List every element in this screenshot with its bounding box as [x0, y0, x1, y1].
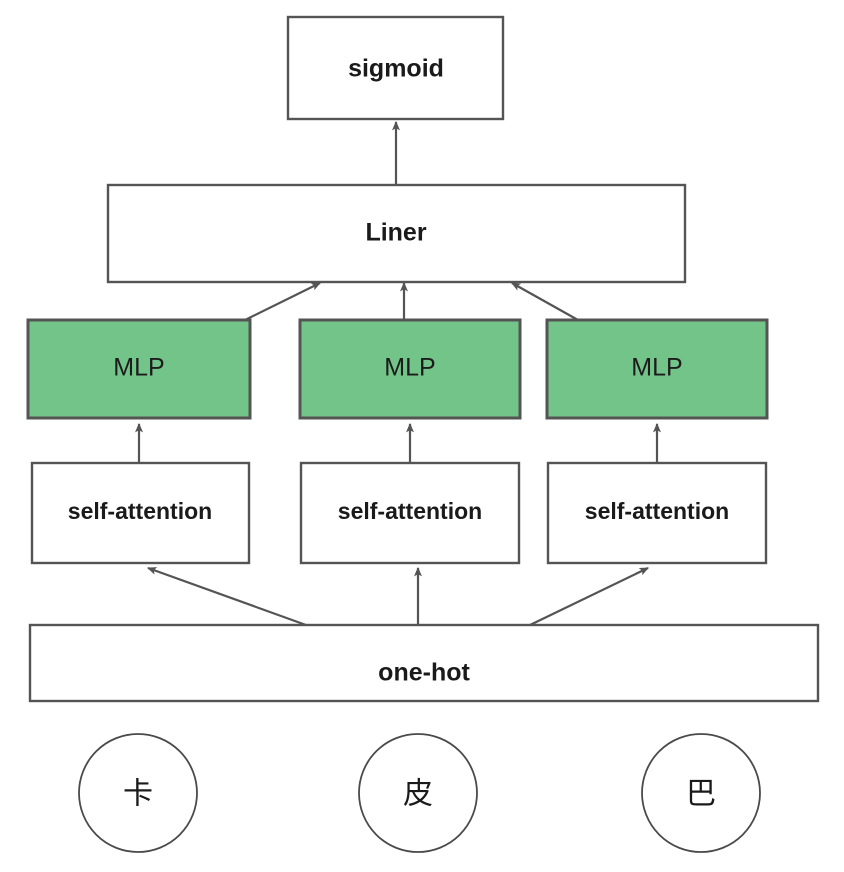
- onehot-label: one-hot: [378, 659, 470, 687]
- node-linear[interactable]: Liner: [106, 183, 687, 284]
- node-mlp-center[interactable]: MLP: [298, 318, 522, 420]
- mlp-left-box[interactable]: [26, 318, 252, 420]
- token-circle-1[interactable]: [78, 733, 198, 853]
- edge-onehot-to-attention-right: [529, 567, 649, 626]
- attention-right-box[interactable]: [546, 461, 768, 565]
- edge-mlp-left-to-linear: [244, 282, 321, 321]
- mlp-center-label: MLP: [384, 354, 435, 382]
- linear-label: Liner: [365, 219, 426, 247]
- attention-center-box[interactable]: [299, 461, 521, 565]
- node-mlp-left[interactable]: MLP: [26, 318, 252, 420]
- node-token-1[interactable]: 卡: [78, 733, 198, 853]
- node-attention-left[interactable]: self-attention: [30, 461, 251, 565]
- mlp-center-box[interactable]: [298, 318, 522, 420]
- edge-group: [135, 120, 661, 627]
- attention-left-box[interactable]: [30, 461, 251, 565]
- attention-left-label: self-attention: [68, 498, 212, 524]
- node-attention-right[interactable]: self-attention: [546, 461, 768, 565]
- mlp-right-box[interactable]: [545, 318, 769, 420]
- node-mlp-right[interactable]: MLP: [545, 318, 769, 420]
- token-circle-2[interactable]: [358, 733, 478, 853]
- linear-box[interactable]: [106, 183, 687, 284]
- node-token-2[interactable]: 皮: [358, 733, 478, 853]
- node-attention-center[interactable]: self-attention: [299, 461, 521, 565]
- sigmoid-label: sigmoid: [348, 55, 444, 83]
- node-sigmoid[interactable]: sigmoid: [286, 15, 505, 121]
- token-label-3: 巴: [686, 777, 716, 812]
- mlp-right-label: MLP: [631, 354, 682, 382]
- onehot-box[interactable]: [28, 623, 820, 703]
- mlp-left-label: MLP: [113, 354, 164, 382]
- token-circle-3[interactable]: [641, 733, 761, 853]
- edge-mlp-right-to-linear: [511, 282, 579, 321]
- attention-center-label: self-attention: [338, 498, 482, 524]
- sigmoid-box[interactable]: [286, 15, 505, 121]
- attention-right-label: self-attention: [585, 498, 729, 524]
- token-label-1: 卡: [123, 777, 153, 812]
- edge-onehot-to-attention-left: [146, 566, 307, 627]
- node-token-3[interactable]: 巴: [641, 733, 761, 853]
- node-onehot[interactable]: one-hot: [28, 623, 820, 703]
- token-label-2: 皮: [403, 777, 433, 812]
